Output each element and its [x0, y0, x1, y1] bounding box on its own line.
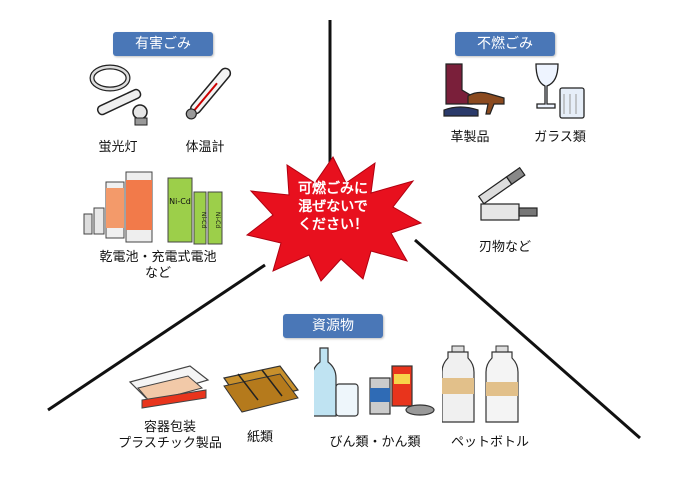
label-leather: 革製品 [450, 130, 490, 145]
paper-bundle-icon [222, 365, 300, 413]
pet-bottle-icon [442, 345, 519, 423]
nicd-mark-2: Ni-Cd [200, 212, 207, 229]
bottles-cans-icon [314, 347, 435, 417]
warning-text: 可燃ごみに 混ぜないで ください！ [283, 180, 383, 234]
label-pet-bottles: ペットボトル [450, 435, 529, 450]
label-fluorescent-lamp: 蛍光灯 [98, 140, 138, 155]
warning-line-3: ください！ [298, 217, 368, 233]
label-thermometer: 体温計 [185, 140, 225, 155]
warning-burst-icon [245, 156, 423, 282]
nicd-mark-3: Ni-Cd [214, 212, 221, 229]
label-paper: 紙類 [246, 430, 273, 445]
label-knives: 刃物など [478, 240, 531, 255]
divider-right [414, 238, 641, 440]
nicd-mark-1: Ni-Cd [169, 197, 191, 206]
resources-header: 資源物 [283, 314, 383, 338]
thermometer-icon [185, 67, 232, 120]
knives-icon [477, 166, 538, 221]
hazardous-header: 有害ごみ [113, 32, 213, 56]
label-bottles-cans: びん類・かん類 [329, 435, 421, 450]
warning-line-1: 可燃ごみに [298, 181, 368, 197]
nonburnable-header: 不燃ごみ [455, 32, 555, 56]
divider-left [47, 263, 266, 412]
label-glass: ガラス類 [534, 130, 586, 145]
warning-line-2: 混ぜないで [298, 199, 368, 215]
plastic-container-icon [128, 365, 210, 409]
leather-products-icon [443, 63, 505, 117]
batteries-icon: Ni-Cd Ni-Cd Ni-Cd [83, 171, 223, 245]
label-batteries-line-1: 乾電池・充電式電池 [99, 250, 217, 265]
label-plastic: 容器包装 プラスチック製品 [110, 420, 230, 452]
label-plastic-line-2: プラスチック製品 [118, 436, 222, 451]
label-plastic-line-1: 容器包装 [143, 420, 196, 435]
fluorescent-lamp-icon [89, 64, 148, 126]
label-batteries-line-2: など [144, 266, 171, 281]
label-batteries: 乾電池・充電式電池 など [78, 250, 238, 282]
glass-icon [535, 63, 585, 119]
